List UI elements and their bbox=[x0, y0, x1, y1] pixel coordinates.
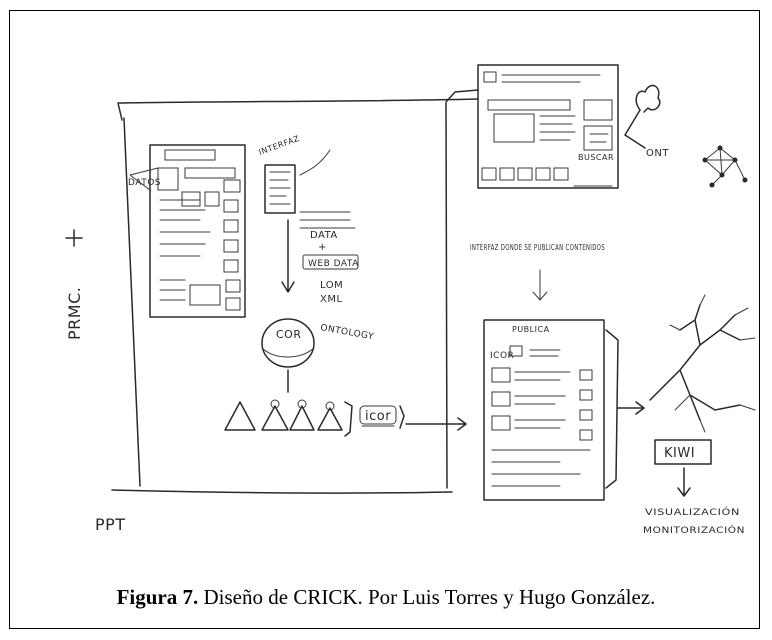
publica-label: PUBLICA bbox=[512, 325, 550, 334]
tree-icon bbox=[635, 84, 661, 113]
web-data-label: WEB DATA bbox=[308, 259, 359, 269]
interface-note: INTERFAZ DONDE SE PUBLICAN CONTENIDOS bbox=[470, 243, 605, 252]
caption-label: Figura 7. bbox=[116, 585, 199, 609]
top-right-screen bbox=[477, 64, 619, 189]
icor-document: ICOR PUBLICA bbox=[483, 319, 605, 501]
visualization-label: VISUALIZACIÓN bbox=[645, 506, 740, 518]
svg-text:INTERFAZ: INTERFAZ bbox=[258, 134, 301, 157]
kiwi-label: KIWI bbox=[664, 446, 695, 461]
buscar-label: BUSCAR bbox=[578, 153, 614, 162]
branching-tree-icon bbox=[649, 294, 756, 433]
figure-frame bbox=[9, 10, 760, 629]
datos-label: DATOS bbox=[128, 178, 161, 188]
prmc-label: PRMC. bbox=[65, 287, 84, 340]
cor-label: COR bbox=[276, 328, 301, 341]
lom-label: LOM bbox=[320, 280, 343, 291]
data-label: DATA bbox=[310, 230, 338, 241]
user-figures bbox=[224, 399, 343, 431]
network-graph-icon bbox=[702, 145, 748, 188]
monitoring-label: MONITORIZACIÓN bbox=[643, 524, 745, 536]
middle-document bbox=[264, 149, 356, 229]
ontology-label: ONTOLOGY bbox=[319, 323, 374, 342]
left-wireframe-page bbox=[149, 144, 246, 318]
xml-label: XML bbox=[320, 294, 343, 305]
icor-doc-label: ICOR bbox=[490, 351, 514, 361]
cor-database bbox=[261, 318, 315, 368]
figure-caption: Figura 7. Diseño de CRICK. Por Luis Torr… bbox=[0, 585, 772, 610]
kiwi-box bbox=[654, 439, 712, 465]
data-flow-arrow bbox=[281, 219, 295, 293]
icor-label: icor bbox=[365, 409, 391, 424]
ppt-label: PPT bbox=[95, 515, 126, 534]
ont-label: ONT bbox=[646, 148, 669, 159]
caption-text: Diseño de CRICK. Por Luis Torres y Hugo … bbox=[198, 585, 656, 609]
system-boundary bbox=[111, 98, 479, 494]
svg-text:+: + bbox=[318, 242, 327, 253]
